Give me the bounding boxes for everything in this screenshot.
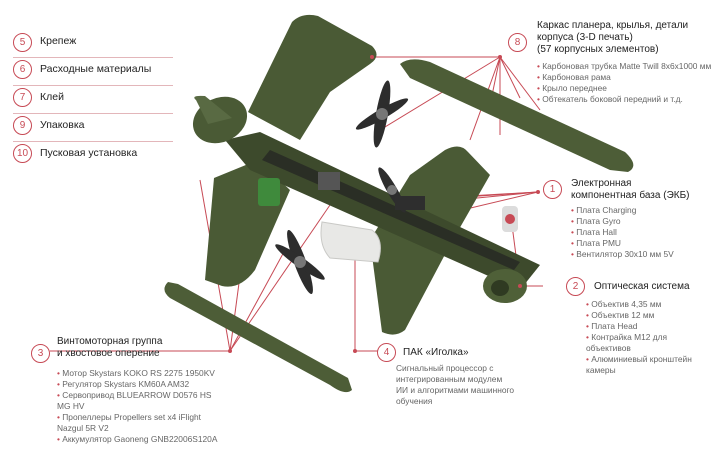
bottom-left-airfoil [164,282,352,393]
badge-5: 5 [13,33,32,52]
list-item: Карбоновая трубка Matte Twill 8x6x1000 м… [537,61,711,72]
badge-9: 9 [13,116,32,135]
list-item: Пропеллеры Propellers set x4 iFlight Naz… [57,412,227,434]
circuit-module [395,196,425,210]
divider [13,57,173,58]
divider [13,113,173,114]
label-fasteners: Крепеж [40,35,77,47]
list-item: Объектив 4,35 мм [586,299,696,310]
group8-items: Карбоновая трубка Matte Twill 8x6x1000 м… [537,61,711,105]
group2-title: Оптическая система [594,281,690,292]
battery-pack [320,221,381,263]
list-item: Плата Charging [571,205,674,216]
propeller-top [355,80,409,148]
list-item: Объектив 12 мм [586,310,696,321]
list-item: Мотор Skystars KOKO RS 2275 1950KV [57,368,227,379]
divider [13,141,173,142]
badge-8: 8 [508,33,527,52]
badge-2: 2 [566,277,585,296]
badge-7: 7 [13,88,32,107]
list-item: Аккумулятор Gaoneng GNB22006S120A [57,434,227,445]
list-item: Сервопривод BLUEARROW D0576 HS MG HV [57,390,227,412]
label-launcher: Пусковая установка [40,147,138,159]
list-item: Плата Gyro [571,216,674,227]
divider [13,85,173,86]
badge-3: 3 [31,344,50,363]
group2-items: Объектив 4,35 мм Объектив 12 мм Плата He… [586,299,696,376]
badge-6: 6 [13,60,32,79]
group1-title: Электронная компонентная база (ЭКБ) [571,178,690,201]
label-packaging: Упаковка [40,119,85,131]
motor-block [318,172,340,190]
list-item: Регулятор Skystars KM60A AM32 [57,379,227,390]
badge-10: 10 [13,144,32,163]
top-right-airfoil [400,59,634,172]
group4-description: Сигнальный процессор с интегрированным м… [396,363,515,406]
group1-items: Плата Charging Плата Gyro Плата Hall Пла… [571,205,674,260]
top-left-wing [248,14,377,141]
group3-items: Мотор Skystars KOKO RS 2275 1950KV Регул… [57,368,227,445]
label-consumables: Расходные материалы [40,63,152,75]
badge-1: 1 [543,180,562,199]
list-item: Плата PMU [571,238,674,249]
list-item: Вентилятор 30x10 мм 5V [571,249,673,260]
label-glue: Клей [40,91,64,103]
list-item: Алюминиевый кронштейн камеры [586,354,696,376]
list-item: Плата Hall [571,227,674,238]
badge-4: 4 [377,343,396,362]
list-item: Контрайка M12 для объективов [586,332,696,354]
electronics-board [258,178,280,206]
propeller-bottom [275,229,325,295]
marker-dots [228,55,540,353]
list-item: Плата Head [586,321,696,332]
group8-title: Каркас планера, крылья, детали корпуса (… [537,20,689,55]
list-item: Обтекатель боковой передний и т.д. [537,94,697,105]
group3-title: Винтомоторная группа и хвостовое оперени… [57,336,163,359]
group4-title: ПАК «Иголка» [403,347,469,358]
list-item: Карбоновая рама [537,72,697,83]
list-item: Крыло переднее [537,83,697,94]
